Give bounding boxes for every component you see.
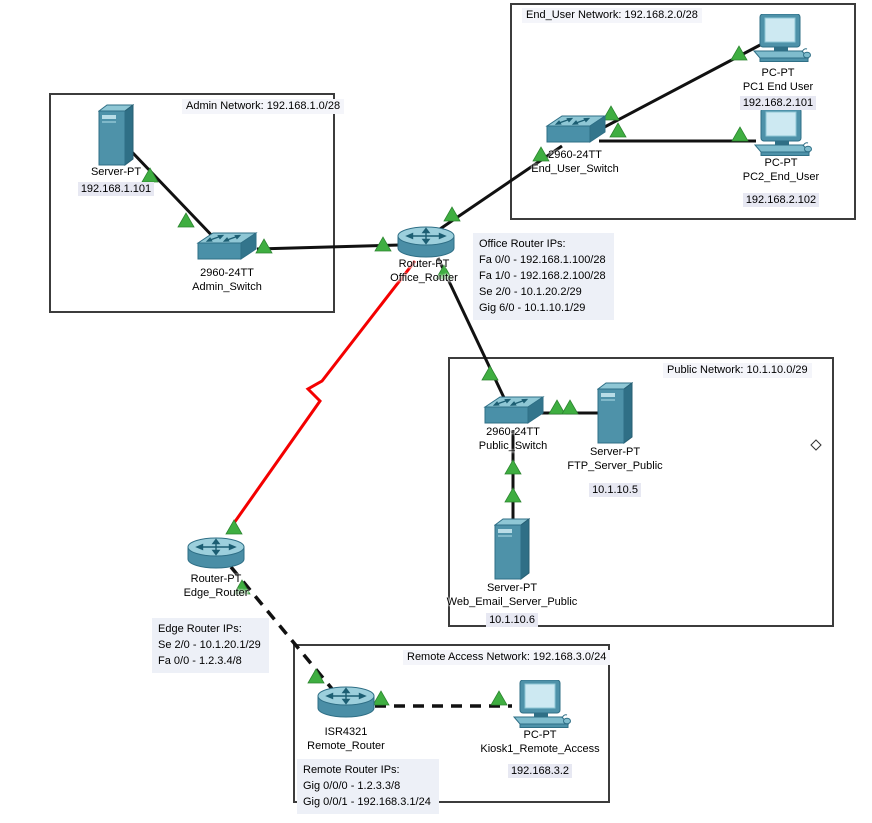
device-ip-label: 192.168.2.102 [742,193,820,207]
device-admin-server[interactable] [98,104,134,171]
network-switch-icon [197,232,257,260]
device-name-label: Remote_Router [307,740,385,752]
device-name-label: PC1 End User [742,81,814,93]
device-name-label: Public_Switch [478,440,548,452]
device-name-label: Web_Email_Server_Public [446,596,578,608]
remote-network-box [293,644,610,803]
note-line: Fa 0/0 - 1.2.3.4/8 [158,655,242,667]
pc1-labels: PC-PT PC1 End User 192.168.2.101 [693,66,863,110]
device-kiosk[interactable] [510,679,572,735]
device-remote-router[interactable] [315,684,377,727]
device-model-label: 2960-24TT [548,149,602,161]
server-tower-icon [494,518,530,580]
end-user-switch-labels: 2960-24TT End_User_Switch [490,148,660,176]
pc2-labels: PC-PT PC2_End_User 192.168.2.102 [696,156,866,207]
device-model-label: PC-PT [523,729,557,741]
desktop-pc-icon [513,679,571,728]
device-ip-label: 192.168.1.101 [77,182,155,196]
kiosk-labels: PC-PT Kiosk1_Remote_Access 192.168.3.2 [455,728,625,778]
admin-network-box [49,93,335,313]
note-line: Gig 0/0/1 - 192.168.3.1/24 [303,796,431,808]
web-server-labels: Server-PT Web_Email_Server_Public 10.1.1… [427,581,597,627]
note-line: Se 2/0 - 10.1.20.1/29 [158,639,261,651]
device-ftp-server[interactable] [597,382,633,449]
note-title: Edge Router IPs: [158,623,242,635]
device-name-label: End_User_Switch [531,163,619,175]
edge-router-ips-note: Edge Router IPs: Se 2/0 - 10.1.20.1/29 F… [152,618,269,673]
server-tower-icon [597,382,633,444]
admin-network-label: Admin Network: 192.168.1.0/28 [182,99,345,114]
device-ip-label: 10.1.10.6 [486,613,538,627]
device-model-label: ISR4321 [324,726,368,738]
note-line: Se 2/0 - 10.1.20.2/29 [479,286,582,298]
device-name-label: FTP_Server_Public [567,460,663,472]
device-ip-label: 10.1.10.5 [589,483,641,497]
note-line: Fa 1/0 - 192.168.2.100/28 [479,270,606,282]
green-triangle-status-icon [443,206,461,222]
note-title: Office Router IPs: [479,238,566,250]
note-line: Gig 6/0 - 10.1.10.1/29 [479,302,586,314]
remote-router-labels: ISR4321 Remote_Router [261,725,431,753]
note-line: Gig 0/0/0 - 1.2.3.3/8 [303,780,401,792]
device-name-label: Admin_Switch [192,281,262,293]
device-model-label: Server-PT [90,166,142,178]
public-network-label: Public Network: 10.1.10.0/29 [663,363,812,378]
device-model-label: Router-PT [190,573,242,585]
admin-server-labels: Server-PT 192.168.1.101 [31,165,201,196]
server-tower-icon [98,104,134,166]
edge-router-labels: Router-PT Edge_Router [131,572,301,600]
device-model-label: PC-PT [761,67,795,79]
desktop-pc-icon [753,13,811,62]
device-name-label: Kiosk1_Remote_Access [480,743,600,755]
link-admin-server-to-admin-switch[interactable] [129,149,221,245]
note-line: Fa 0/0 - 192.168.1.100/28 [479,254,606,266]
note-title: Remote Router IPs: [303,764,400,776]
device-name-label: Edge_Router [183,587,249,599]
device-edge-router[interactable] [185,535,247,576]
ftp-server-labels: Server-PT FTP_Server_Public 10.1.10.5 [530,445,700,497]
device-model-label: Server-PT [486,582,538,594]
remote-router-ips-note: Remote Router IPs: Gig 0/0/0 - 1.2.3.3/8… [297,759,439,814]
router-cylinder-icon [317,686,375,718]
device-pc2[interactable] [751,107,813,163]
serial-link-office-router-to-edge-router[interactable] [232,260,417,524]
device-ip-label: 192.168.2.101 [739,96,817,110]
network-switch-icon [546,115,606,143]
public-network-box [448,357,834,627]
router-cylinder-icon [187,537,245,569]
desktop-pc-icon [754,107,812,156]
device-ip-label: 192.168.3.2 [507,764,573,778]
device-pc1[interactable] [750,13,812,69]
device-model-label: Server-PT [589,446,641,458]
device-model-label: PC-PT [764,157,798,169]
device-model-label: 2960-24TT [200,267,254,279]
admin-switch-labels: 2960-24TT Admin_Switch [142,266,312,294]
remote-network-label: Remote Access Network: 192.168.3.0/24 [403,650,611,665]
device-model-label: 2960-24TT [486,426,540,438]
end-user-network-label: End_User Network: 192.168.2.0/28 [522,8,702,23]
end-user-network-box [510,3,856,220]
office-router-ips-note: Office Router IPs: Fa 0/0 - 192.168.1.10… [473,233,614,320]
device-name-label: PC2_End_User [742,171,820,183]
device-web-server[interactable] [494,518,530,585]
public-switch-labels: 2960-24TT Public_Switch [428,425,598,453]
router-cylinder-icon [397,226,455,258]
